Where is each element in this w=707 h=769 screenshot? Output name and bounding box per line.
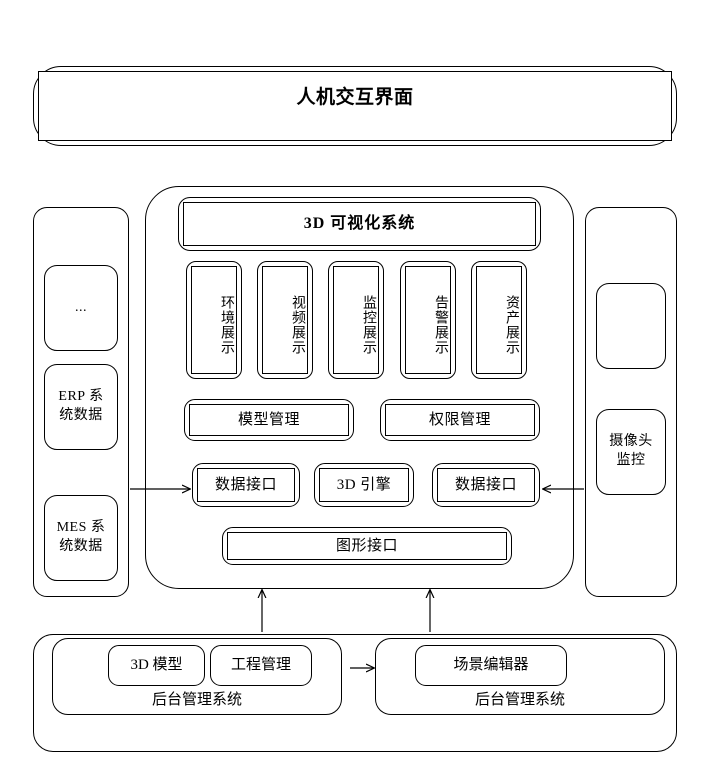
left-column-item-ellipsis[interactable]: ...	[44, 265, 118, 351]
left-column-item-mes[interactable]: MES 系 统数据	[44, 495, 118, 581]
display-card-monitoring-label: 监控展示	[333, 266, 379, 374]
display-card-environment-label: 环境展示	[191, 266, 237, 374]
data-interface-left-box[interactable]: 数据接口	[192, 463, 300, 507]
engine-3d-box[interactable]: 3D 引擎	[314, 463, 414, 507]
backend-right-panel-label: 后台管理系统	[474, 692, 565, 708]
hmi-title-label: 人机交互界面	[38, 71, 672, 141]
model-management-box[interactable]: 模型管理	[184, 399, 354, 441]
data-interface-right-label: 数据接口	[437, 468, 535, 502]
display-card-monitoring[interactable]: 监控展示	[328, 261, 384, 379]
visualization-system-box[interactable]: 3D 可视化系统	[178, 197, 541, 251]
center-platform-container	[145, 186, 574, 589]
backend-left-panel-label: 后台管理系统	[151, 692, 242, 708]
graphics-interface-label: 图形接口	[227, 532, 507, 560]
permission-management-box[interactable]: 权限管理	[380, 399, 540, 441]
right-column-item-empty[interactable]	[596, 283, 666, 369]
right-column-item-camera[interactable]: 摄像头 监控	[596, 409, 666, 495]
display-card-asset[interactable]: 资产展示	[471, 261, 527, 379]
hmi-outer-container: 人机交互界面	[33, 66, 677, 146]
permission-management-label: 权限管理	[385, 404, 535, 436]
visualization-system-label: 3D 可视化系统	[183, 202, 536, 246]
display-card-alarm-label: 告警展示	[405, 266, 451, 374]
left-column-item-erp[interactable]: ERP 系 统数据	[44, 364, 118, 450]
display-card-video[interactable]: 视频展示	[257, 261, 313, 379]
backend-item-3d-model[interactable]: 3D 模型	[108, 645, 205, 686]
graphics-interface-box[interactable]: 图形接口	[222, 527, 512, 565]
backend-item-scene-editor[interactable]: 场景编辑器	[415, 645, 567, 686]
display-card-environment[interactable]: 环境展示	[186, 261, 242, 379]
model-management-label: 模型管理	[189, 404, 349, 436]
engine-3d-label: 3D 引擎	[319, 468, 409, 502]
display-card-asset-label: 资产展示	[476, 266, 522, 374]
display-card-video-label: 视频展示	[262, 266, 308, 374]
display-card-alarm[interactable]: 告警展示	[400, 261, 456, 379]
right-data-source-column	[585, 207, 677, 597]
backend-item-project-management[interactable]: 工程管理	[210, 645, 312, 686]
data-interface-right-box[interactable]: 数据接口	[432, 463, 540, 507]
data-interface-left-label: 数据接口	[197, 468, 295, 502]
